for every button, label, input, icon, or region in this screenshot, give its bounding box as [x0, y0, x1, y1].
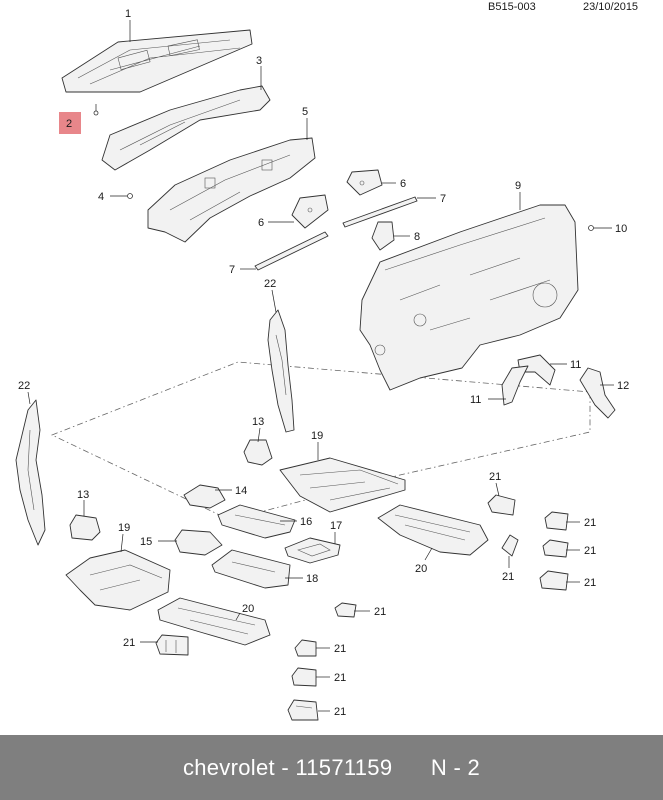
callout-9: 9: [515, 180, 521, 192]
part-21-clip-e: [501, 534, 519, 557]
part-7-strip-right: [342, 196, 418, 228]
callout-2: 2: [66, 118, 72, 130]
callout-20-right: 20: [415, 563, 427, 575]
part-21-clip-d: [539, 570, 569, 591]
callout-14: 14: [235, 485, 247, 497]
callout-21-h: 21: [334, 643, 346, 655]
callout-21-f: 21: [374, 606, 386, 618]
footer-gap: [392, 755, 430, 781]
part-4-clip: [127, 193, 133, 199]
part-21-clip-g: [155, 634, 189, 656]
part-13-block-left: [69, 514, 101, 541]
part-11-wheelhouse-lower: [501, 365, 529, 406]
part-3-panel: [101, 85, 271, 171]
callout-21-b: 21: [584, 517, 596, 529]
part-21-clip-b: [544, 511, 569, 531]
part-17-pad: [284, 537, 341, 564]
callout-16: 16: [300, 516, 312, 528]
part-8-bracket: [371, 221, 395, 251]
callout-22-center: 22: [264, 278, 276, 290]
callout-21-g: 21: [123, 637, 135, 649]
part-21-clip-j: [287, 699, 319, 721]
callout-21-e: 21: [502, 571, 514, 583]
callout-6-right: 6: [400, 178, 406, 190]
part-21-clip-h: [294, 639, 317, 657]
diagram-code: B515-003: [488, 1, 536, 13]
callout-3: 3: [256, 55, 262, 67]
callout-19-left: 19: [118, 522, 130, 534]
part-20-mat-right: [377, 504, 489, 556]
part-18-pad: [211, 549, 291, 589]
callout-15: 15: [140, 536, 152, 548]
part-6-bracket-right: [346, 169, 383, 196]
callout-13-center: 13: [252, 416, 264, 428]
callout-21-a: 21: [489, 471, 501, 483]
part-20-mat-left: [157, 597, 271, 646]
callout-6-center: 6: [258, 217, 264, 229]
callout-4: 4: [98, 191, 104, 203]
part-7-strip-left: [254, 231, 329, 271]
part-2-fastener: [93, 110, 99, 116]
footer-part-number: 11571159: [295, 754, 393, 780]
callout-5: 5: [302, 106, 308, 118]
part-10-clip: [588, 225, 594, 231]
callout-1: 1: [125, 8, 131, 20]
footer-brand: chevrolet: [182, 754, 275, 780]
part-22-pillar-center: [267, 309, 295, 433]
part-21-clip-f: [334, 602, 357, 618]
callout-8: 8: [414, 231, 420, 243]
callout-22-left: 22: [18, 380, 30, 392]
callout-12: 12: [617, 380, 629, 392]
part-21-clip-a: [487, 494, 516, 516]
callout-21-c: 21: [584, 545, 596, 557]
part-1-panel: [61, 29, 253, 93]
footer-position: N - 2: [430, 754, 481, 780]
part-14-pad: [183, 484, 226, 509]
callout-7-left: 7: [229, 264, 235, 276]
callout-19-right: 19: [311, 430, 323, 442]
callout-18: 18: [306, 573, 318, 585]
part-5-panel: [147, 137, 316, 243]
callout-13-left: 13: [77, 489, 89, 501]
part-13-block-center: [243, 439, 273, 466]
callout-7-right: 7: [440, 193, 446, 205]
footer-bar: chevrolet - 11571159 N - 2: [0, 735, 663, 800]
callout-11-upper: 11: [570, 359, 581, 371]
callout-17: 17: [330, 520, 342, 532]
callout-21-j: 21: [334, 706, 346, 718]
callout-20-left: 20: [242, 603, 254, 615]
highlighted-callout-box: [59, 112, 81, 134]
part-12-panel: [579, 367, 616, 419]
part-19-mat-right: [279, 457, 406, 513]
callout-10: 10: [615, 223, 627, 235]
diagram-date: 23/10/2015: [583, 1, 638, 13]
parts-diagram: B515-003 23/10/2015 1 2 3 4 5 6: [15, 1, 638, 721]
callout-11-lower: 11: [470, 394, 481, 406]
part-9-dash-insulator: [359, 204, 579, 391]
part-19-mat-left: [65, 549, 171, 611]
part-16-pad: [217, 504, 296, 539]
part-22-pillar-left: [15, 399, 46, 546]
part-21-clip-c: [542, 539, 569, 558]
footer-separator: -: [274, 754, 296, 780]
part-6-bracket-center: [291, 194, 329, 229]
callout-21-d: 21: [584, 577, 596, 589]
part-15-pad: [174, 529, 223, 556]
part-21-clip-i: [291, 667, 317, 687]
callout-21-i: 21: [334, 672, 346, 684]
